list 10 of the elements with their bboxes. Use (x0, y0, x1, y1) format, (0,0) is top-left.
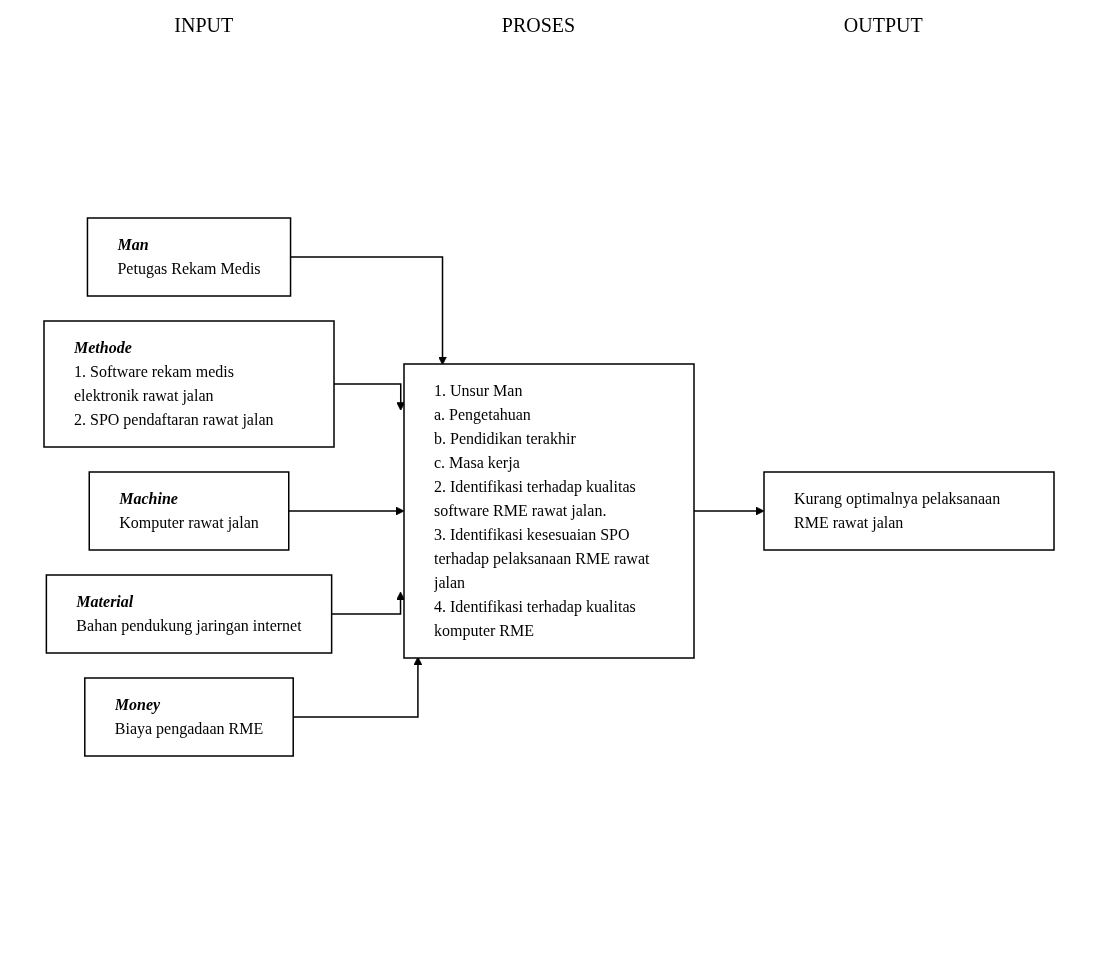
node-box: Man Petugas Rekam Medis (86, 217, 291, 297)
node-box: Material Bahan pendukung jaringan internet (45, 574, 332, 654)
node-box: Methode 1. Software rekam medis elektronik rawat jalan 2. SPO pendaftaran rawat jalan (42, 320, 335, 448)
column-heading: PROSES (501, 14, 576, 37)
node-box: Machine Komputer rawat jalan (88, 471, 289, 551)
column-heading: INPUT (174, 14, 234, 37)
node-box: 1. Unsur Man a. Pengetahuan b. Pendidikan terakhir c. Masa kerja 2. Identifikasi terhadap kualitas software RME rawat jalan. 3. Identifikasi kesesuaian SPO terhadap pelaksanaan RME rawat jalan 4. Identifikasi terhadap kualitas komputer RME (402, 363, 695, 659)
column-heading: OUTPUT (843, 14, 923, 37)
node-box: Money Biaya pengadaan RME (83, 677, 294, 757)
node-box: Kurang optimalnya pelaksanaan RME rawat jalan (762, 471, 1055, 551)
